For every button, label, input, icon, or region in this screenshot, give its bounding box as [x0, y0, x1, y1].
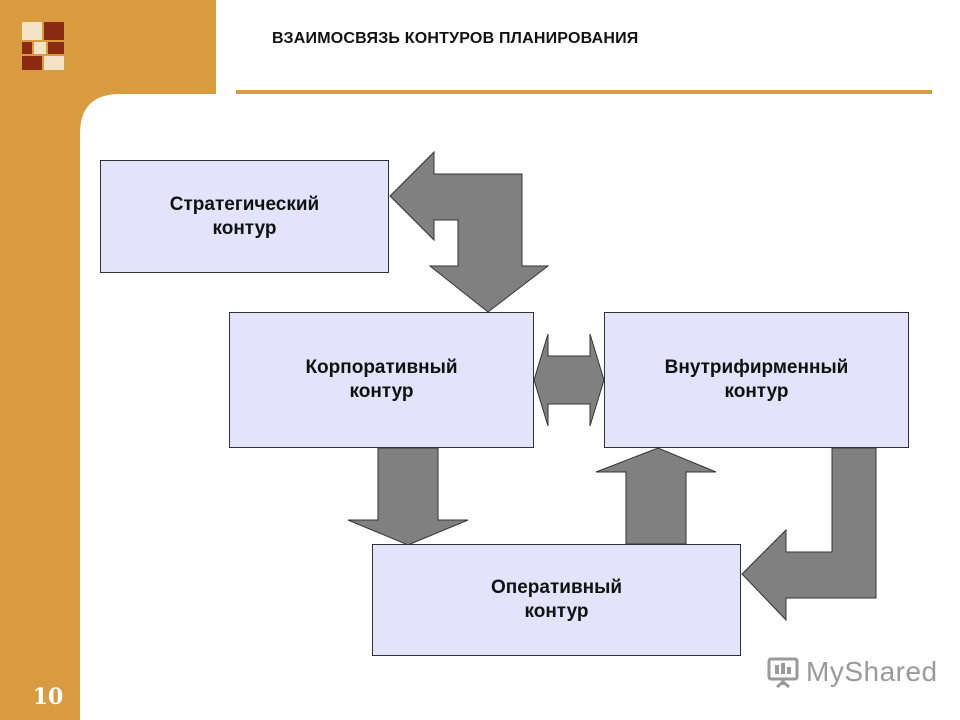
watermark: MyShared — [766, 652, 938, 692]
arrow-strategic-corporate — [389, 150, 550, 313]
arrow-corporate-operative — [347, 447, 469, 546]
operative-contour-box: Оперативный контур — [372, 544, 741, 656]
page-number: 10 — [32, 684, 64, 710]
arrow-internal-operative — [741, 447, 877, 622]
corporate-contour-label: Корпоративный контур — [305, 357, 458, 402]
strategic-contour-label: Стратегический контур — [169, 193, 320, 239]
internal-contour-label: Внутрифирменный контур — [664, 357, 849, 402]
logo-icon — [20, 20, 66, 72]
slide-title: ВЗАИМОСВЯЗЬ КОНТУРОВ ПЛАНИРОВАНИЯ — [272, 30, 639, 47]
corporate-contour-box: Корпоративный контур — [229, 312, 534, 448]
watermark-text: MyShared — [806, 656, 938, 687]
title-underline — [236, 90, 932, 94]
arrow-operative-internal — [595, 447, 717, 545]
strategic-contour-box: Стратегический контур — [100, 160, 389, 273]
presentation-icon — [767, 657, 799, 689]
arrow-corporate-internal — [533, 333, 605, 427]
operative-contour-label: Оперативный контур — [490, 577, 623, 622]
internal-contour-box: Внутрифирменный контур — [604, 312, 909, 448]
